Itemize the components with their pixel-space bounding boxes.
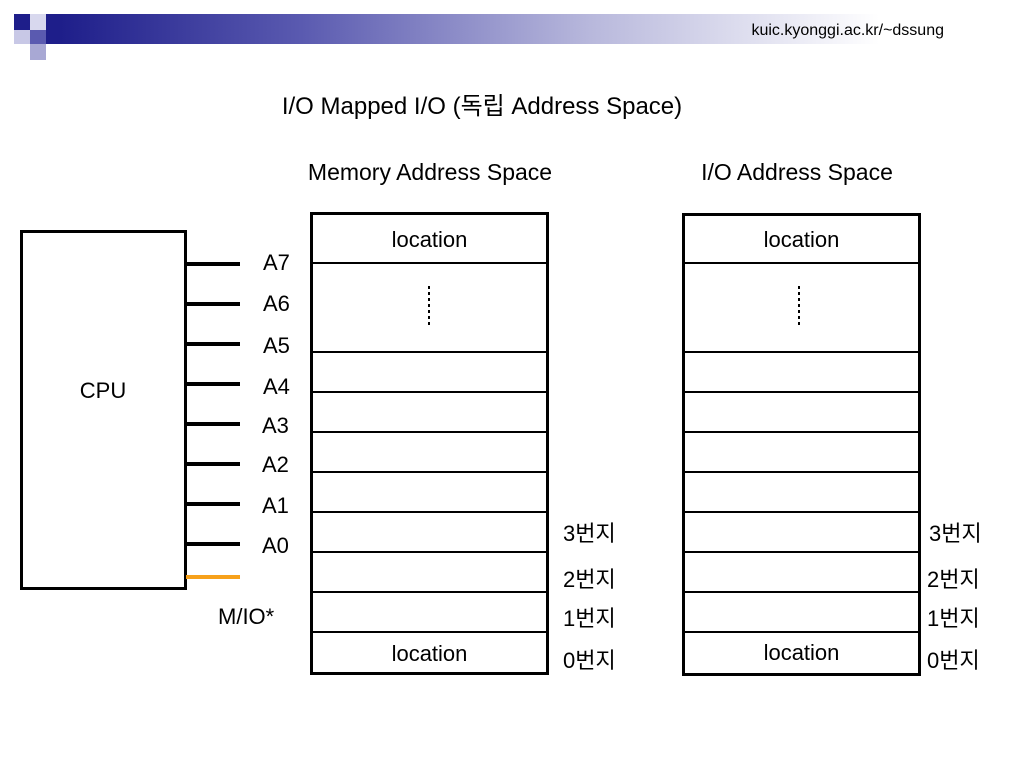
io-space-title: I/O Address Space <box>701 159 893 185</box>
header-square-icon <box>46 30 60 44</box>
slide-title: I/O Mapped I/O (독립 Address Space) <box>281 93 683 120</box>
memory-row <box>313 553 546 593</box>
memory-address-1: 1번지 <box>563 606 616 631</box>
memory-top-row: location <box>313 215 546 264</box>
address-line <box>186 262 240 266</box>
io-top-location: location <box>763 227 840 252</box>
io-address-1: 1번지 <box>927 606 980 631</box>
address-label-a1: A1 <box>262 493 289 518</box>
io-top-row: location <box>685 216 918 264</box>
address-line <box>186 542 240 546</box>
io-address-3: 3번지 <box>929 521 982 546</box>
memory-space-box: location location <box>310 212 549 675</box>
address-line <box>186 422 240 426</box>
address-label-a5: A5 <box>263 333 290 358</box>
memory-row <box>313 393 546 433</box>
header-bar <box>60 14 1024 44</box>
address-line <box>186 342 240 346</box>
io-row <box>685 473 918 513</box>
memory-space-title: Memory Address Space <box>307 159 553 185</box>
address-line <box>186 382 240 386</box>
control-line <box>186 575 240 579</box>
memory-row <box>313 473 546 513</box>
io-row <box>685 513 918 553</box>
cpu-box <box>20 230 187 590</box>
memory-row <box>313 353 546 393</box>
io-space-box: location location <box>682 213 921 676</box>
memory-address-3: 3번지 <box>563 521 616 546</box>
memory-address-2: 2번지 <box>563 567 616 592</box>
control-line-label: M/IO* <box>218 604 275 629</box>
vertical-ellipsis-icon <box>798 286 800 326</box>
io-address-2: 2번지 <box>927 567 980 592</box>
header-square-icon <box>30 44 46 60</box>
io-row <box>685 353 918 393</box>
memory-row <box>313 513 546 553</box>
memory-row <box>313 433 546 473</box>
address-line <box>186 302 240 306</box>
memory-ellipsis-row <box>313 264 546 353</box>
address-label-a0: A0 <box>262 533 289 558</box>
header-url: kuic.kyonggi.ac.kr/~dssung <box>751 22 944 39</box>
memory-row <box>313 593 546 633</box>
io-address-0: 0번지 <box>927 648 980 673</box>
address-label-a7: A7 <box>263 250 290 275</box>
io-row <box>685 553 918 593</box>
address-line <box>186 502 240 506</box>
header-square-icon <box>46 14 60 30</box>
address-label-a3: A3 <box>262 413 289 438</box>
cpu-label: CPU <box>79 378 127 403</box>
io-row <box>685 593 918 633</box>
io-bottom-location: location <box>763 640 840 665</box>
memory-address-0: 0번지 <box>563 648 616 673</box>
io-row <box>685 393 918 433</box>
address-label-a4: A4 <box>263 374 290 399</box>
address-label-a2: A2 <box>262 452 289 477</box>
header-square-icon <box>30 14 46 30</box>
memory-top-location: location <box>391 227 468 252</box>
io-ellipsis-row <box>685 264 918 353</box>
vertical-ellipsis-icon <box>428 286 430 326</box>
header-square-icon <box>14 30 30 44</box>
memory-bottom-location: location <box>391 641 468 666</box>
address-line <box>186 462 240 466</box>
io-row <box>685 433 918 473</box>
header-square-icon <box>14 14 30 30</box>
address-label-a6: A6 <box>263 291 290 316</box>
header-square-icon <box>30 30 46 44</box>
